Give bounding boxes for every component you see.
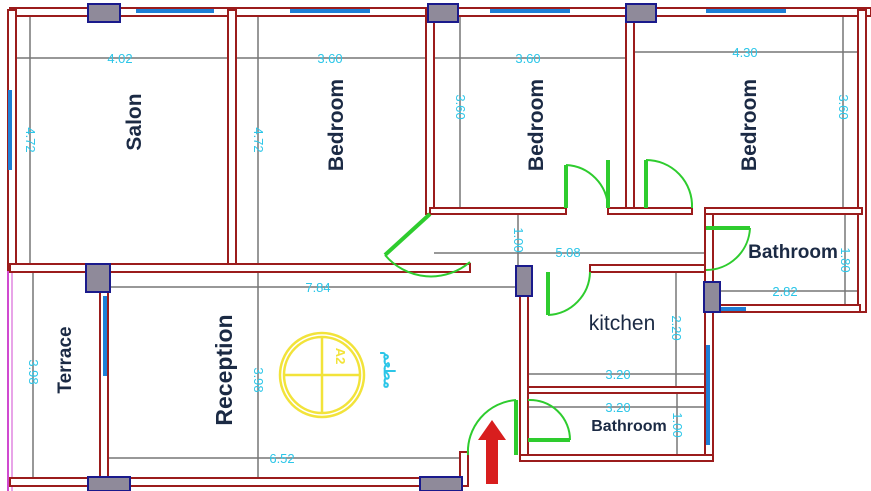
dim-reception-width: 7.84 xyxy=(305,280,330,295)
room-bedroom-2: Bedroom xyxy=(525,79,548,171)
dim-terrace-depth: 3.98 xyxy=(26,359,41,384)
dimension-labels: 4.02 3.60 3.60 4.30 4.72 4.72 3.60 3.60 … xyxy=(23,45,853,466)
dim-bedroom2-width: 3.60 xyxy=(515,51,540,66)
room-bedroom-1: Bedroom xyxy=(325,79,348,171)
room-kitchen: kitchen xyxy=(589,312,656,335)
svg-text:A2: A2 xyxy=(333,348,348,365)
dim-bedroom3-depth: 3.60 xyxy=(836,94,851,119)
room-labels: Salon Bedroom Bedroom Bedroom Terrace Re… xyxy=(55,79,838,435)
room-salon: Salon xyxy=(123,93,146,150)
dim-reception-bottom: 6.52 xyxy=(269,451,294,466)
room-bathroom-2: Bathroom xyxy=(591,418,667,435)
dim-bathroom1-width: 2.82 xyxy=(772,284,797,299)
dim-bedroom1-width: 3.60 xyxy=(317,51,342,66)
dimension-lines xyxy=(16,16,858,478)
room-bathroom-1: Bathroom xyxy=(748,242,838,263)
dim-bedroom1-depth: 4.72 xyxy=(251,127,266,152)
windows xyxy=(8,9,786,445)
columns xyxy=(85,3,721,491)
dim-kitchen-depth: 2.20 xyxy=(669,315,684,340)
dining-label: مطعم xyxy=(380,351,397,389)
dim-salon-depth: 4.72 xyxy=(23,127,38,152)
dim-reception-depth: 3.98 xyxy=(251,367,266,392)
dim-salon-width: 4.02 xyxy=(107,51,132,66)
entrance-arrow-icon xyxy=(478,420,506,484)
dim-bathroom2-depth: 1.00 xyxy=(670,412,685,437)
dim-corridor-length: 5.08 xyxy=(555,245,580,260)
dim-bedroom2-depth: 3.60 xyxy=(453,94,468,119)
room-terrace: Terrace xyxy=(55,326,76,393)
room-reception: Reception xyxy=(211,314,237,425)
dim-bedroom3-width: 4.30 xyxy=(732,45,757,60)
dim-bathroom2-width: 3.20 xyxy=(605,400,630,415)
dim-kitchen-width: 3.20 xyxy=(605,367,630,382)
dim-bathroom1-depth: 1.80 xyxy=(838,247,853,272)
stamp-seal: A2 xyxy=(278,331,366,419)
doors xyxy=(383,158,751,456)
dim-corridor-depth: 1.00 xyxy=(511,227,526,252)
room-bedroom-3: Bedroom xyxy=(738,79,761,171)
